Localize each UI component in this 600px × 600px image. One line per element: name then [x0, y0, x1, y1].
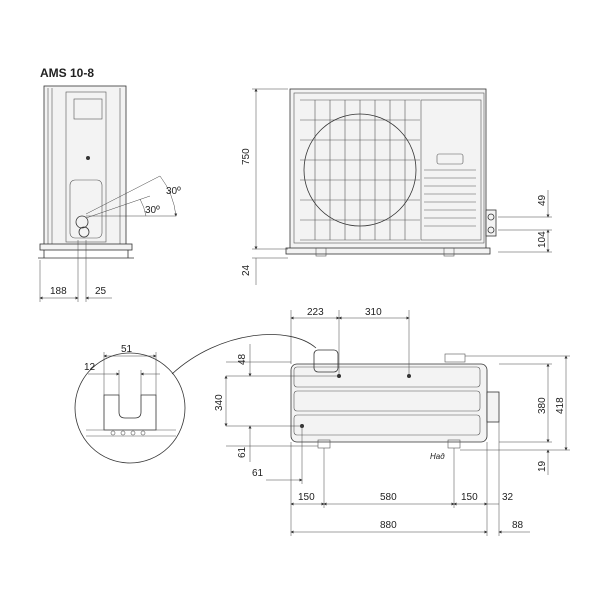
dim-150b-label: 150 — [461, 492, 478, 503]
foot-left — [315, 247, 327, 257]
angle-line-upper — [85, 175, 161, 215]
dim-150a-label: 150 — [298, 492, 315, 503]
detail-hole — [140, 430, 146, 436]
angle-arc-lower — [139, 198, 147, 217]
mount-hole — [407, 374, 411, 378]
foot-right — [443, 247, 455, 257]
fan-grille — [300, 99, 420, 241]
side-view-valve-cover — [69, 179, 103, 239]
dim-104-label: 104 — [537, 231, 548, 248]
dim-61v-label: 61 — [237, 446, 248, 458]
side-view-valve-upper — [75, 215, 89, 229]
dim-380-label: 380 — [537, 397, 548, 414]
detail-circle — [74, 352, 186, 464]
detail-hole — [120, 430, 126, 436]
pipe-connection — [485, 209, 497, 237]
dim-49-label: 49 — [537, 194, 548, 206]
top-view-bracket — [444, 353, 466, 363]
front-view-frame — [293, 92, 485, 244]
fan-circle — [303, 113, 417, 227]
model-title: AMS 10-8 — [40, 66, 95, 80]
handle — [436, 153, 464, 165]
front-view-body — [289, 88, 487, 250]
detail-view: 51 12 — [74, 334, 317, 464]
dim-188-label: 188 — [50, 286, 67, 297]
detail-leader-line — [171, 334, 317, 375]
side-view-screw — [86, 156, 90, 160]
side-panel — [420, 99, 482, 241]
side-view-body — [43, 85, 127, 247]
dim-223-label: 223 — [307, 307, 324, 318]
detail-slot-outline — [103, 394, 157, 431]
front-view: 750 24 49 104 — [241, 88, 552, 285]
angle-arc-upper — [159, 175, 178, 217]
dim-418-label: 418 — [555, 397, 566, 414]
dim-12-label: 12 — [84, 362, 96, 373]
dim-88-label: 88 — [512, 520, 524, 531]
top-view-valves — [486, 391, 500, 423]
dim-750-label: 750 — [241, 148, 252, 165]
dim-340-label: 340 — [214, 394, 225, 411]
dim-310-label: 310 — [365, 307, 382, 318]
dim-580-label: 580 — [380, 492, 397, 503]
detail-hole — [110, 430, 116, 436]
dim-25-label: 25 — [95, 286, 107, 297]
front-view-base — [285, 247, 491, 255]
side-view-label-plate — [73, 98, 103, 120]
side-view: 30º 30º 188 25 — [38, 85, 181, 302]
top-view-rail — [293, 390, 481, 412]
pipe-valve-upper — [487, 213, 495, 221]
top-view-rail — [293, 366, 481, 388]
dim-880-label: 880 — [380, 520, 397, 531]
detail-hole — [130, 430, 136, 436]
angle-upper-label: 30º — [166, 186, 181, 197]
angle-lower-label: 30º — [145, 205, 160, 216]
side-view-valve-lower — [78, 226, 90, 238]
dim-19-label: 19 — [537, 460, 548, 472]
dim-24-label: 24 — [241, 264, 252, 276]
top-view: Над 223 310 48 340 61 61 380 418 19 — [214, 307, 570, 536]
top-view-body — [290, 363, 488, 443]
dim-61h-label: 61 — [252, 468, 264, 479]
angle-line-lower — [85, 195, 151, 219]
top-view-rail — [293, 414, 481, 436]
dim-32-label: 32 — [502, 492, 514, 503]
dim-51-label: 51 — [121, 344, 133, 355]
top-view-label: Над — [430, 452, 445, 461]
pipe-valve-lower — [487, 226, 495, 234]
louvres — [424, 169, 476, 227]
top-view-detail-marker — [313, 349, 339, 373]
dim-48-label: 48 — [237, 353, 248, 365]
